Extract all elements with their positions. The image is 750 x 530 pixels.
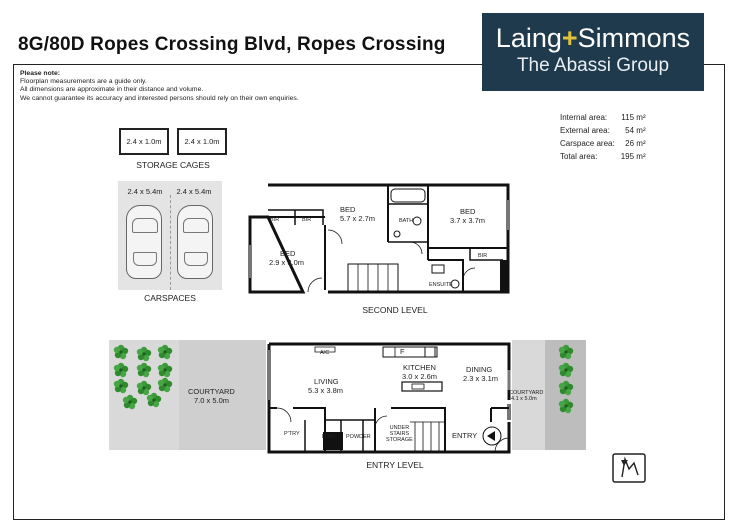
agency-logo: Laing+Simmons The Abassi Group — [482, 13, 704, 91]
plant-icon — [122, 394, 138, 410]
plan-frame — [13, 64, 725, 520]
area-row: External area: 54 m² — [560, 125, 646, 136]
entry-level-plan — [267, 342, 511, 454]
plan-frame-top — [13, 64, 483, 65]
courtyard-left-paved — [179, 340, 266, 450]
plant-icon — [157, 344, 173, 360]
plant-icon — [157, 377, 173, 393]
courtyard-right-size: 4.1 x 5.0m — [511, 396, 537, 402]
living-size: 5.3 x 3.8m — [308, 386, 344, 395]
area-row: Internal area: 115 m² — [560, 112, 646, 123]
disclaimer-note: Please note: Floorplan measurements are … — [20, 70, 299, 103]
property-address: 8G/80D Ropes Crossing Blvd, Ropes Crossi… — [18, 34, 446, 55]
bed3-size: 3.7 x 3.7m — [450, 216, 486, 225]
bed2-size: 5.7 x 2.7m — [340, 214, 376, 223]
kitchen-name: KITCHEN — [403, 363, 436, 372]
bir-label: BIR — [478, 253, 488, 259]
area-row: Total area: 195 m² — [560, 151, 646, 162]
second-level-plan — [248, 183, 510, 294]
pantry-label: P'TRY — [284, 431, 300, 437]
bed3-name: BED — [460, 207, 476, 216]
carspace-b-size: 2.4 x 5.4m — [176, 187, 212, 196]
fridge-label: F — [400, 347, 405, 356]
storage-cage-a: 2.4 x 1.0m — [119, 128, 169, 155]
bay-divider — [170, 195, 171, 290]
plant-icon — [558, 362, 574, 378]
storage-cage-b: 2.4 x 1.0m — [177, 128, 227, 155]
area-row: Carspace area: 26 m² — [560, 138, 646, 149]
courtyard-right-garden — [545, 340, 586, 450]
plant-icon — [136, 346, 152, 362]
plant-icon — [558, 380, 574, 396]
plant-icon — [136, 362, 152, 378]
courtyard-right-name: COURTYARD — [509, 390, 544, 396]
car-icon — [126, 205, 162, 279]
area-label: Carspace area: — [560, 139, 615, 148]
dining-size: 2.3 x 3.1m — [463, 374, 499, 383]
logo-group-name: The Abassi Group — [516, 55, 670, 76]
bath-label: BATH — [399, 218, 414, 224]
ensuite-label: ENSUITE — [429, 282, 453, 288]
area-value: 54 m² — [625, 126, 646, 135]
entry-label: ENTRY — [452, 431, 478, 440]
storage-cages-label: STORAGE CAGES — [136, 160, 210, 170]
logo-brand: Laing+Simmons — [495, 23, 691, 53]
plant-icon — [136, 380, 152, 396]
entry-level-label: ENTRY LEVEL — [366, 460, 424, 470]
bed2-name: BED — [340, 205, 356, 214]
kitchen-size: 3.0 x 2.6m — [402, 372, 438, 381]
note-line: We cannot guarantee its accuracy and int… — [20, 94, 299, 102]
note-title: Please note: — [20, 70, 61, 77]
plant-icon — [113, 378, 129, 394]
area-value: 195 m² — [620, 152, 646, 161]
second-level-label: SECOND LEVEL — [362, 305, 428, 315]
ac-label: A/C — [320, 350, 330, 356]
plan-frame-top-right — [704, 64, 725, 65]
note-line: Floorplan measurements are a guide only. — [20, 78, 147, 86]
dining-name: DINING — [466, 365, 493, 374]
plant-icon — [146, 392, 162, 408]
carspace-a-size: 2.4 x 5.4m — [127, 187, 163, 196]
powder-label: POWDER — [346, 434, 371, 440]
area-value: 115 m² — [621, 113, 646, 122]
plant-icon — [157, 362, 173, 378]
living-name: LIVING — [314, 377, 339, 386]
bed1-size: 2.9 x 3.0m — [269, 258, 305, 267]
area-label: External area: — [560, 126, 610, 135]
bir-label: BIR — [270, 217, 280, 223]
courtyard-left-name: COURTYARD — [188, 387, 235, 396]
carspaces-label: CARSPACES — [144, 293, 196, 303]
plant-icon — [558, 344, 574, 360]
area-summary: Internal area: 115 m² External area: 54 m²… — [558, 110, 648, 164]
north-compass-icon — [612, 453, 646, 483]
courtyard-left-size: 7.0 x 5.0m — [194, 396, 230, 405]
car-icon — [177, 205, 213, 279]
plant-icon — [113, 344, 129, 360]
bir-label: BIR — [302, 217, 312, 223]
laundry-label: LDRY — [322, 434, 337, 440]
bed1-name: BED — [280, 249, 296, 258]
area-value: 26 m² — [625, 139, 646, 148]
area-label: Total area: — [560, 152, 598, 161]
note-line: All dimensions are approximate in their … — [20, 86, 204, 94]
area-label: Internal area: — [560, 113, 608, 122]
plant-icon — [558, 398, 574, 414]
plant-icon — [113, 362, 129, 378]
